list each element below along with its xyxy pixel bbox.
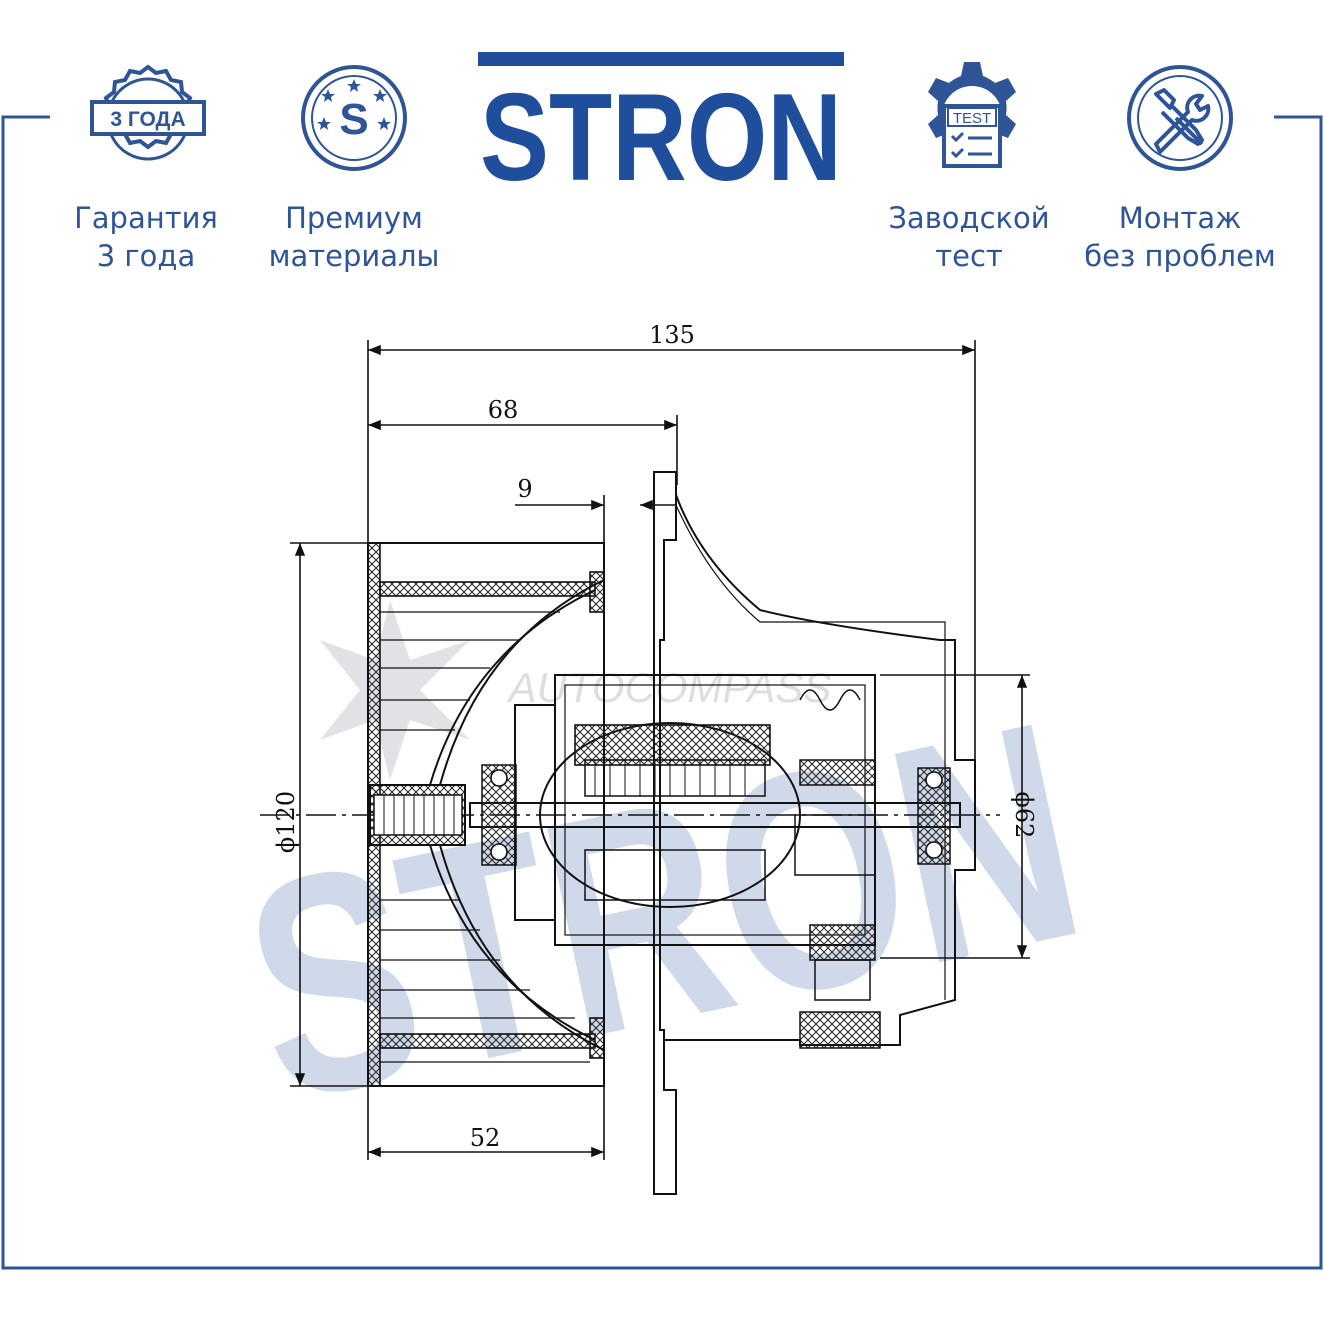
dim-flange-offset: 9 xyxy=(517,475,532,503)
test-label: TEST xyxy=(953,110,991,127)
dim-motor-diameter: ϕ62 xyxy=(1010,792,1038,839)
dim-overall-length: 135 xyxy=(649,321,695,349)
premium-s-letter: S xyxy=(339,95,368,144)
factory-test-label-line2: тест xyxy=(935,239,1003,273)
premium-label-line1: Премиум xyxy=(285,201,423,235)
dim-impeller-width: 52 xyxy=(470,1124,501,1152)
warranty-label: Гарантия 3 года xyxy=(36,199,256,275)
mounting-label: Монтаж без проблем xyxy=(1070,199,1290,275)
warranty-label-line1: Гарантия xyxy=(74,201,218,235)
dim-impeller-diameter: ϕ120 xyxy=(272,791,300,853)
factory-test-label: Заводской тест xyxy=(859,199,1079,275)
premium-star-s-icon: S xyxy=(300,64,408,172)
stron-logo: STRON xyxy=(478,52,844,207)
warranty-seal-text: 3 ГОДА xyxy=(110,108,185,131)
premium-label-line2: материалы xyxy=(268,239,440,273)
warranty-label-line2: 3 года xyxy=(96,239,196,273)
mounting-label-line1: Монтаж xyxy=(1118,201,1242,235)
wrench-screwdriver-icon xyxy=(1126,64,1234,172)
mounting-label-line2: без проблем xyxy=(1084,239,1276,273)
factory-test-gear-icon: TEST xyxy=(916,60,1028,172)
dim-impeller-to-flange: 68 xyxy=(488,396,519,424)
warranty-seal-icon: 3 ГОДА xyxy=(88,62,208,176)
premium-label: Премиум материалы xyxy=(244,199,464,275)
factory-test-label-line1: Заводской xyxy=(888,201,1050,235)
